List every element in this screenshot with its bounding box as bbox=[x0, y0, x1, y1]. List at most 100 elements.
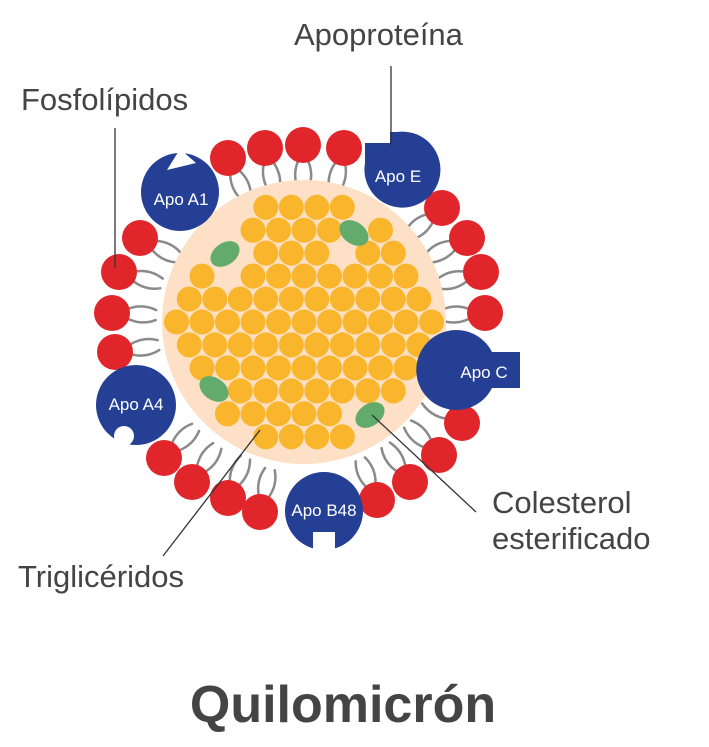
triglyceride-dot bbox=[329, 378, 355, 404]
triglyceride-dot bbox=[189, 263, 215, 289]
triglyceride-dot bbox=[342, 263, 368, 289]
triglyceride-dot bbox=[368, 309, 393, 335]
phospholipid-tail bbox=[354, 459, 368, 489]
phospholipid-head bbox=[444, 405, 480, 441]
triglyceride-dot bbox=[291, 217, 317, 243]
triglyceride-dot bbox=[266, 217, 291, 243]
trigliceridos-label: Triglicéridos bbox=[18, 559, 184, 594]
triglyceride-dot bbox=[406, 286, 432, 312]
phospholipid-tail bbox=[204, 447, 223, 474]
triglyceride-dot bbox=[278, 286, 304, 312]
triglyceride-dot bbox=[164, 309, 189, 335]
triglyceride-dot bbox=[266, 401, 291, 427]
phospholipid-head bbox=[424, 190, 460, 226]
triglycerides bbox=[164, 194, 444, 450]
phospholipid-tail bbox=[155, 239, 183, 255]
triglyceride-dot bbox=[329, 286, 355, 312]
triglyceride-dot bbox=[393, 309, 419, 335]
phospholipid-head bbox=[392, 464, 428, 500]
triglyceride-dot bbox=[342, 355, 368, 381]
cholesterol-ellipse bbox=[210, 241, 240, 267]
triglyceride-dot bbox=[227, 286, 253, 312]
triglyceride-dot bbox=[419, 309, 444, 335]
phospholipid-head bbox=[421, 437, 457, 473]
triglyceride-dot bbox=[317, 355, 342, 381]
phospholipid-head bbox=[122, 220, 158, 256]
phospholipid-tail bbox=[126, 317, 157, 324]
triglyceride-dot bbox=[355, 332, 381, 358]
triglyceride-dot bbox=[380, 286, 406, 312]
phospholipid-tail bbox=[438, 279, 469, 291]
phospholipid-tail bbox=[428, 248, 457, 264]
fosfolipidos-label: Fosfolípidos bbox=[21, 82, 188, 117]
phospholipid-tail bbox=[436, 269, 466, 281]
triglyceride-dot bbox=[329, 424, 355, 450]
triglyceride-dot bbox=[304, 424, 330, 450]
triglyceride-dot bbox=[253, 332, 279, 358]
triglyceride-dot bbox=[253, 286, 279, 312]
phospholipid-tail bbox=[195, 441, 215, 468]
phospholipid-tails bbox=[126, 159, 471, 499]
phospholipid-tail bbox=[177, 429, 201, 452]
cholesterol-ellipse bbox=[355, 402, 385, 428]
triglyceride-dot bbox=[368, 355, 393, 381]
phospholipid-head bbox=[463, 254, 499, 290]
triglyceride-dot bbox=[189, 309, 215, 335]
triglyceride-dot bbox=[266, 263, 291, 289]
triglyceride-dot bbox=[317, 263, 342, 289]
triglyceride-dot bbox=[240, 263, 266, 289]
triglyceride-dot bbox=[278, 378, 304, 404]
phospholipid-tail bbox=[150, 248, 179, 264]
phospholipid-tail bbox=[388, 441, 407, 468]
triglyceride-dot bbox=[291, 309, 317, 335]
triglyceride-dot bbox=[304, 378, 330, 404]
triglyceride-dot bbox=[278, 332, 304, 358]
phospholipid-tail bbox=[363, 456, 377, 485]
triglyceride-dot bbox=[266, 355, 291, 381]
triglyceride-dot bbox=[317, 401, 342, 427]
triglyceride-dot bbox=[253, 378, 279, 404]
triglyceride-dot bbox=[240, 401, 266, 427]
apoprotein-apo-c: Apo C bbox=[416, 330, 520, 410]
phospholipid-head bbox=[210, 480, 246, 516]
triglyceride-dot bbox=[240, 309, 266, 335]
triglyceride-dot bbox=[304, 194, 330, 220]
phospholipid-tail bbox=[267, 469, 277, 499]
phospholipid-tail bbox=[409, 419, 433, 442]
phospholipid-tail bbox=[237, 458, 252, 487]
triglyceride-dot bbox=[355, 378, 381, 404]
page-title: Quilomicrón bbox=[190, 676, 496, 734]
triglyceride-dot bbox=[278, 424, 304, 450]
triglyceride-dot bbox=[317, 309, 342, 335]
phospholipid-head bbox=[467, 295, 503, 331]
phospholipid-tail bbox=[424, 239, 452, 255]
cholesterol-esters bbox=[199, 220, 385, 428]
colesterol-leader bbox=[371, 414, 477, 513]
phospholipid-tail bbox=[420, 402, 448, 420]
apoprotein-apo-a1: Apo A1 bbox=[141, 149, 219, 231]
triglyceride-dot bbox=[380, 378, 406, 404]
phospholipid-head bbox=[285, 127, 321, 163]
triglyceride-dot bbox=[240, 355, 266, 381]
phospholipid-head bbox=[242, 494, 278, 530]
phospholipid-head bbox=[247, 130, 283, 166]
triglyceride-dot bbox=[253, 240, 279, 266]
triglyceride-dot bbox=[342, 309, 368, 335]
triglyceride-dot bbox=[215, 309, 240, 335]
phospholipid-head bbox=[174, 464, 210, 500]
phospholipid-head bbox=[146, 440, 182, 476]
triglyceride-dot bbox=[266, 309, 291, 335]
trigliceridos-leader bbox=[162, 429, 261, 557]
triglyceride-dot bbox=[202, 332, 228, 358]
triglyceride-dot bbox=[393, 355, 419, 381]
phospholipid-tail bbox=[126, 305, 158, 312]
phospholipid-tail bbox=[170, 422, 194, 445]
phospholipid-tail bbox=[380, 446, 399, 473]
triglyceride-dot bbox=[240, 217, 266, 243]
triglyceride-dot bbox=[368, 263, 393, 289]
triglyceride-dot bbox=[380, 240, 406, 266]
apoprotein-apo-b48: Apo B48 bbox=[285, 472, 363, 552]
cholesterol-ellipse bbox=[199, 376, 229, 402]
triglyceride-dot bbox=[253, 194, 279, 220]
